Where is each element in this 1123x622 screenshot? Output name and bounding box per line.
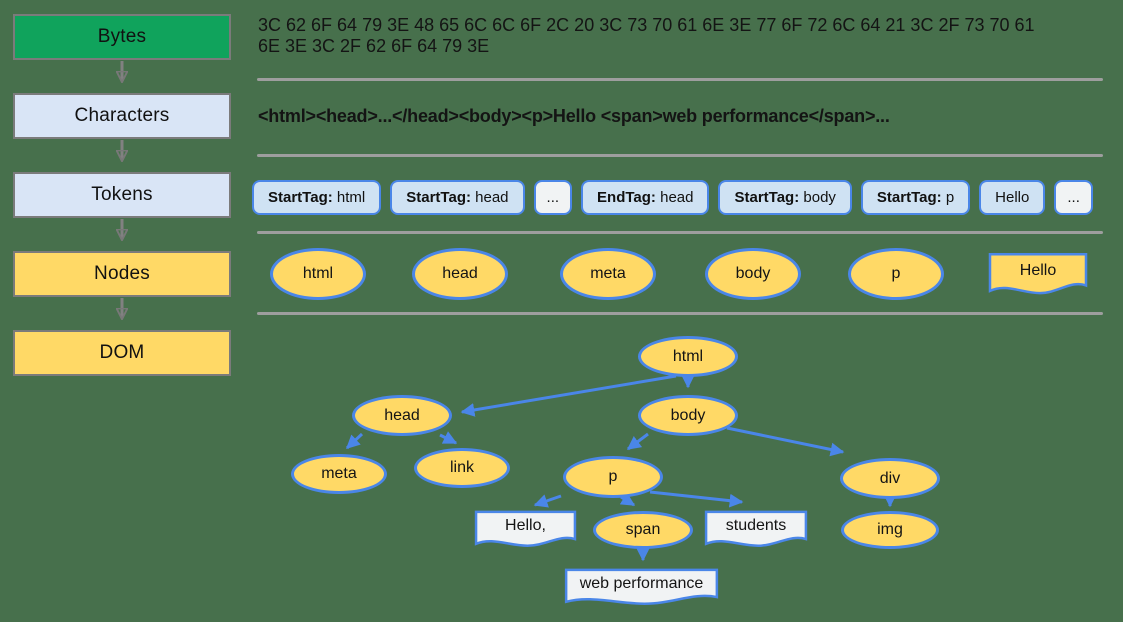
stage-label: Tokens — [91, 184, 153, 205]
bytes-hex-text: 3C 62 6F 64 79 3E 48 65 6C 6C 6F 2C 20 3… — [258, 15, 1035, 56]
row-divider — [257, 78, 1103, 81]
node-ellipse-html: html — [270, 248, 366, 300]
dom-node-div: div — [840, 458, 940, 499]
dom-doc-label: web performance — [579, 575, 704, 593]
stage-label: Nodes — [94, 263, 150, 284]
row-divider — [257, 312, 1103, 315]
node-ellipse-body: body — [705, 248, 801, 300]
token-type-label: StartTag: — [268, 189, 333, 206]
dom-doc-label: students — [725, 517, 787, 535]
document-shape — [704, 510, 808, 550]
stage-box-tokens: Tokens — [13, 172, 231, 218]
token-endtag-head: EndTag: head — [581, 180, 710, 215]
token-value-label: ... — [1067, 189, 1080, 206]
row-divider — [257, 231, 1103, 234]
document-shape — [988, 252, 1088, 298]
dom-tree-arrows — [345, 374, 897, 562]
token-ellipsis: ... — [1054, 180, 1093, 215]
node-ellipse-p: p — [848, 248, 944, 300]
stage-box-characters: Characters — [13, 93, 231, 139]
stage-box-nodes: Nodes — [13, 251, 231, 297]
node-ellipse-meta: meta — [560, 248, 656, 300]
characters-text: <html><head>...</head><body><p>Hello <sp… — [258, 106, 890, 126]
stage-label: DOM — [99, 342, 145, 363]
stage-label: Characters — [74, 105, 170, 126]
dom-node-meta: meta — [291, 454, 387, 494]
tokens-row: StartTag: html StartTag: head ... EndTag… — [252, 180, 1112, 215]
token-type-label: StartTag: — [406, 189, 471, 206]
dom-node-body: body — [638, 395, 738, 436]
dom-node-html: html — [638, 336, 738, 377]
document-shape — [563, 568, 720, 608]
token-value-label: p — [941, 189, 955, 206]
dom-node-link: link — [414, 448, 510, 488]
token-type-label: StartTag: — [734, 189, 800, 206]
token-text-hello: Hello — [979, 180, 1046, 215]
token-type-label: EndTag: — [597, 189, 656, 206]
dom-node-span: span — [593, 511, 693, 549]
dom-node-img: img — [841, 511, 939, 549]
dom-node-head: head — [352, 395, 452, 436]
token-value-label: Hello — [995, 189, 1030, 206]
token-value-label: head — [470, 189, 509, 206]
dom-doc-hello-text: Hello, — [474, 510, 577, 550]
token-starttag-body: StartTag: body — [718, 180, 852, 215]
token-value-label: html — [332, 189, 366, 206]
stage-box-bytes: Bytes — [13, 14, 231, 60]
row-divider — [257, 154, 1103, 157]
token-starttag-html: StartTag: html — [252, 180, 382, 215]
token-starttag-head: StartTag: head — [390, 180, 525, 215]
node-doc-label: Hello — [1019, 261, 1057, 279]
node-doc-hello: Hello — [988, 252, 1088, 298]
dom-doc-label: Hello, — [505, 517, 546, 535]
stage-box-dom: DOM — [13, 330, 231, 376]
token-ellipsis: ... — [533, 180, 573, 215]
node-ellipse-head: head — [412, 248, 508, 300]
token-value-label: head — [655, 189, 694, 206]
dom-doc-webperf-text: web performance — [563, 568, 720, 608]
dom-doc-students-text: students — [704, 510, 808, 550]
token-type-label: StartTag: — [876, 189, 942, 206]
document-shape — [474, 510, 577, 550]
dom-node-p: p — [563, 456, 663, 498]
token-value-label: body — [799, 189, 836, 206]
stage-label: Bytes — [97, 26, 147, 47]
token-starttag-p: StartTag: p — [860, 180, 971, 215]
token-value-label: ... — [546, 189, 560, 206]
